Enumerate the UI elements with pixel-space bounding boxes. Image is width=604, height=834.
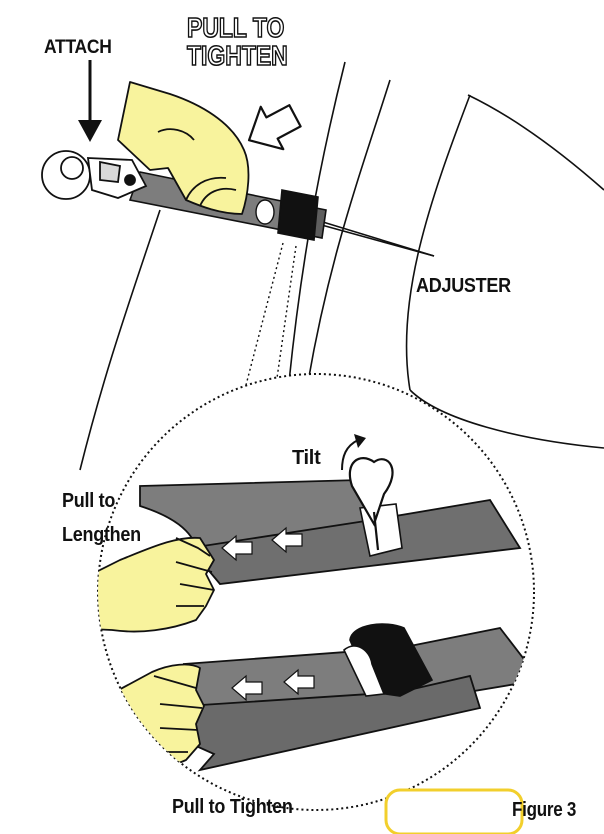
attach-arrow-icon [78, 60, 102, 142]
attach-label: ATTACH [44, 37, 112, 58]
adjuster-buckle [277, 189, 319, 241]
tilt-label: Tilt [292, 447, 321, 469]
pull-to-lengthen-label-line-1: Pull to [62, 490, 116, 512]
figure-badge [384, 788, 524, 834]
glove-hand-top [117, 81, 250, 215]
zoom-detail [98, 457, 534, 772]
pull-to-tighten-label: Pull to Tighten [172, 796, 293, 818]
zoom-guide-lines [245, 242, 297, 386]
glove-hand-tighten [98, 663, 205, 770]
slide-arrow-icon [221, 526, 303, 562]
title-line-1: PULL TO [186, 12, 285, 43]
tilt-arrow-icon [341, 434, 366, 471]
pull-to-tighten-title: PULL TO TIGHTEN [186, 12, 294, 71]
attach-hook [41, 150, 148, 200]
adjuster-label: ADJUSTER [416, 275, 511, 297]
pull-to-lengthen-label-line-2: Lengthen [62, 524, 141, 546]
title-line-2: TIGHTEN [186, 40, 288, 71]
pull-arrow-icon [247, 104, 302, 151]
seat-outline [79, 61, 604, 471]
figure-label: Figure 3 [512, 799, 577, 821]
